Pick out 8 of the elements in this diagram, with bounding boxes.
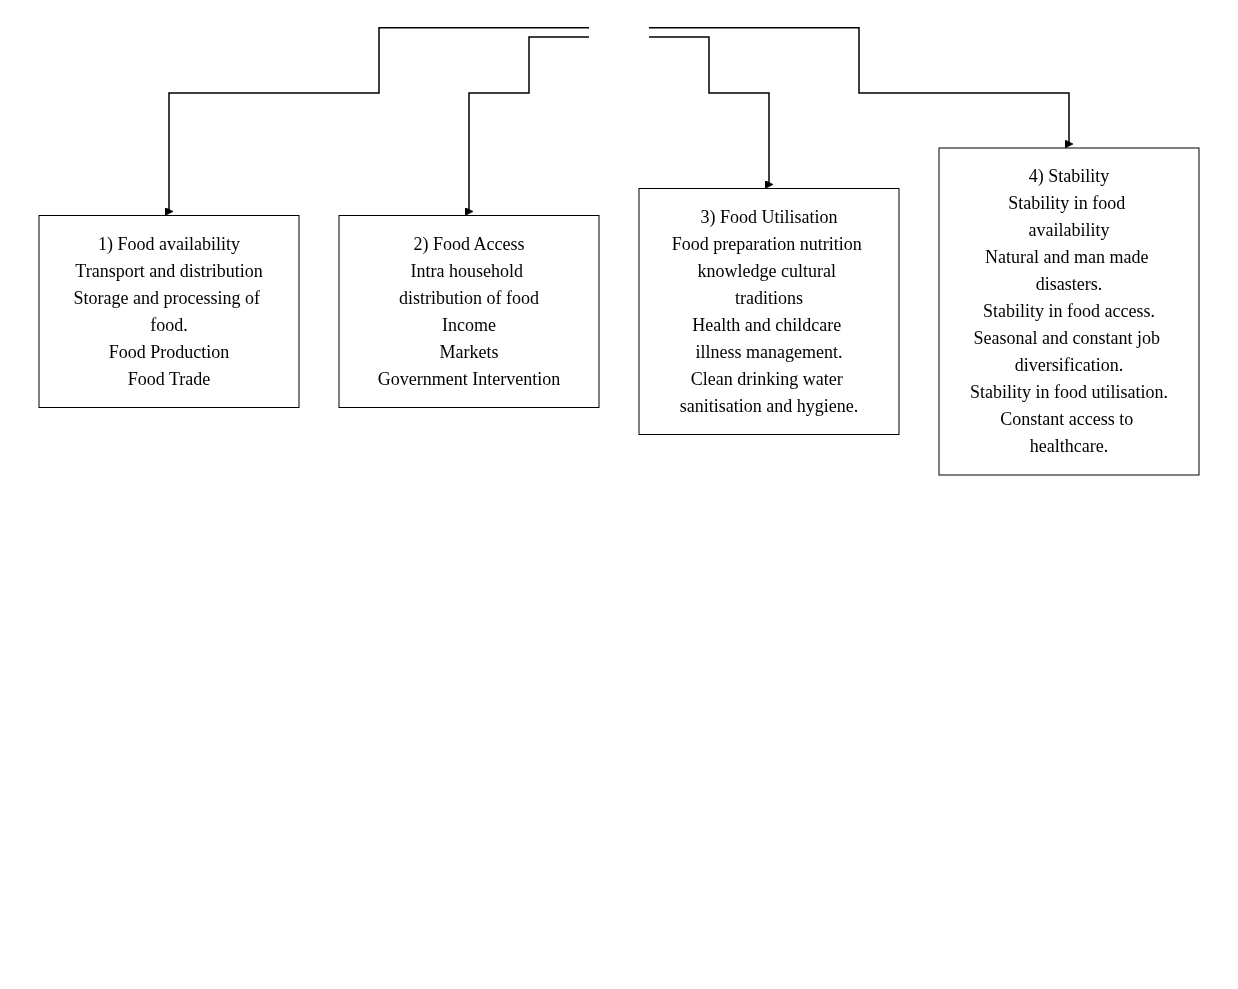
node-box: 1) Food availability Transport and distribution Storage and processing of food. Food Production Food Trade: [38, 215, 300, 408]
node-box: 2) Food Access Intra household distribution of food Income Markets Government Intervention: [338, 215, 600, 408]
arrow: [648, 26, 1074, 149]
node-box: 4) Stability Stability in food availability Natural and man made disasters. Stability in food access. Seasonal and constant job diversification. Stability in food utilisation. Constant access to healthcare.: [938, 147, 1200, 476]
arrow: [464, 36, 590, 216]
arrow: [164, 26, 590, 216]
arrow: [648, 36, 774, 189]
node-box: 3) Food Utilisation Food preparation nutrition knowledge cultural traditions Health and childcare illness management. Clean drinking water sanitisation and hygiene.: [638, 188, 900, 435]
